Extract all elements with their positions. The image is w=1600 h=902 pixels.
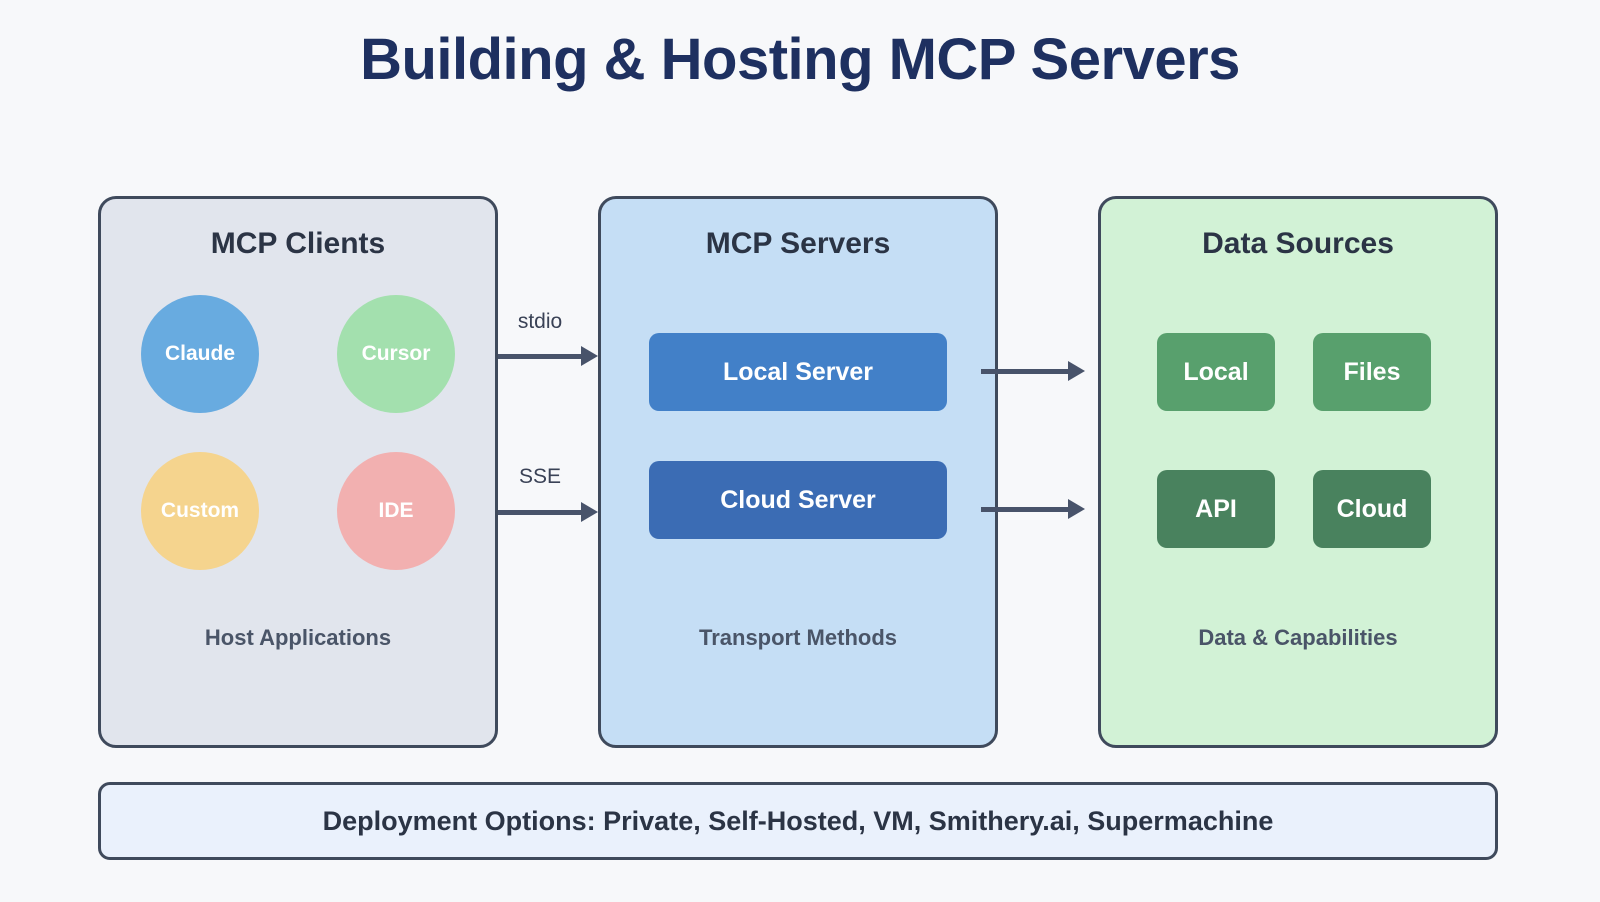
- connector-arrow-sse: [498, 502, 598, 522]
- deployment-options-text: Deployment Options: Private, Self-Hosted…: [322, 805, 1274, 836]
- server-node-cloud[interactable]: Cloud Server: [649, 461, 947, 539]
- panel-mcp-clients: MCP Clients Claude Cursor Custom IDE Hos…: [98, 196, 498, 748]
- server-node-stack: Local Server Cloud Server: [601, 333, 995, 539]
- source-node-label: Files: [1343, 357, 1401, 386]
- client-node-ide[interactable]: IDE: [337, 452, 455, 570]
- page-title: Building & Hosting MCP Servers: [360, 27, 1240, 92]
- source-node-grid: Local Files API Cloud: [1101, 333, 1495, 593]
- server-node-local[interactable]: Local Server: [649, 333, 947, 411]
- source-node-label: Local: [1183, 357, 1249, 386]
- panel-title-mcp-servers: MCP Servers: [705, 227, 891, 260]
- client-node-label: Cursor: [361, 342, 431, 365]
- panel-mcp-servers: MCP Servers Local Server Cloud Server Tr…: [598, 196, 998, 748]
- source-node-label: API: [1195, 494, 1237, 523]
- source-node-cloud[interactable]: Cloud: [1313, 470, 1431, 548]
- server-node-label: Cloud Server: [720, 485, 876, 514]
- panel-data-sources: Data Sources Local Files API Cloud Data …: [1098, 196, 1498, 748]
- source-node-files[interactable]: Files: [1313, 333, 1431, 411]
- connector-arrow-local-to-sources: [981, 361, 1085, 381]
- source-node-local[interactable]: Local: [1157, 333, 1275, 411]
- client-node-claude[interactable]: Claude: [141, 295, 259, 413]
- connector-label-stdio: stdio: [517, 310, 563, 333]
- server-node-label: Local Server: [722, 357, 874, 386]
- client-node-label: Claude: [164, 342, 235, 365]
- panel-footer-mcp-clients: Host Applications: [204, 625, 392, 650]
- connector-arrow-stdio: [498, 346, 598, 366]
- source-node-label: Cloud: [1336, 494, 1408, 523]
- panels-row: MCP Clients Claude Cursor Custom IDE Hos…: [0, 196, 1600, 756]
- deployment-options-bar: Deployment Options: Private, Self-Hosted…: [98, 782, 1498, 860]
- client-node-cursor[interactable]: Cursor: [337, 295, 455, 413]
- panel-footer-mcp-servers: Transport Methods: [698, 625, 897, 650]
- panel-title-data-sources: Data Sources: [1202, 227, 1394, 260]
- panel-title-mcp-clients: MCP Clients: [210, 227, 386, 260]
- client-node-label: Custom: [160, 499, 240, 522]
- client-node-label: IDE: [378, 499, 414, 522]
- source-node-api[interactable]: API: [1157, 470, 1275, 548]
- panel-footer-data-sources: Data & Capabilities: [1198, 625, 1398, 650]
- connector-arrow-cloud-to-sources: [981, 499, 1085, 519]
- client-node-custom[interactable]: Custom: [141, 452, 259, 570]
- connector-label-sse: SSE: [518, 465, 562, 488]
- client-node-grid: Claude Cursor Custom IDE: [101, 295, 495, 585]
